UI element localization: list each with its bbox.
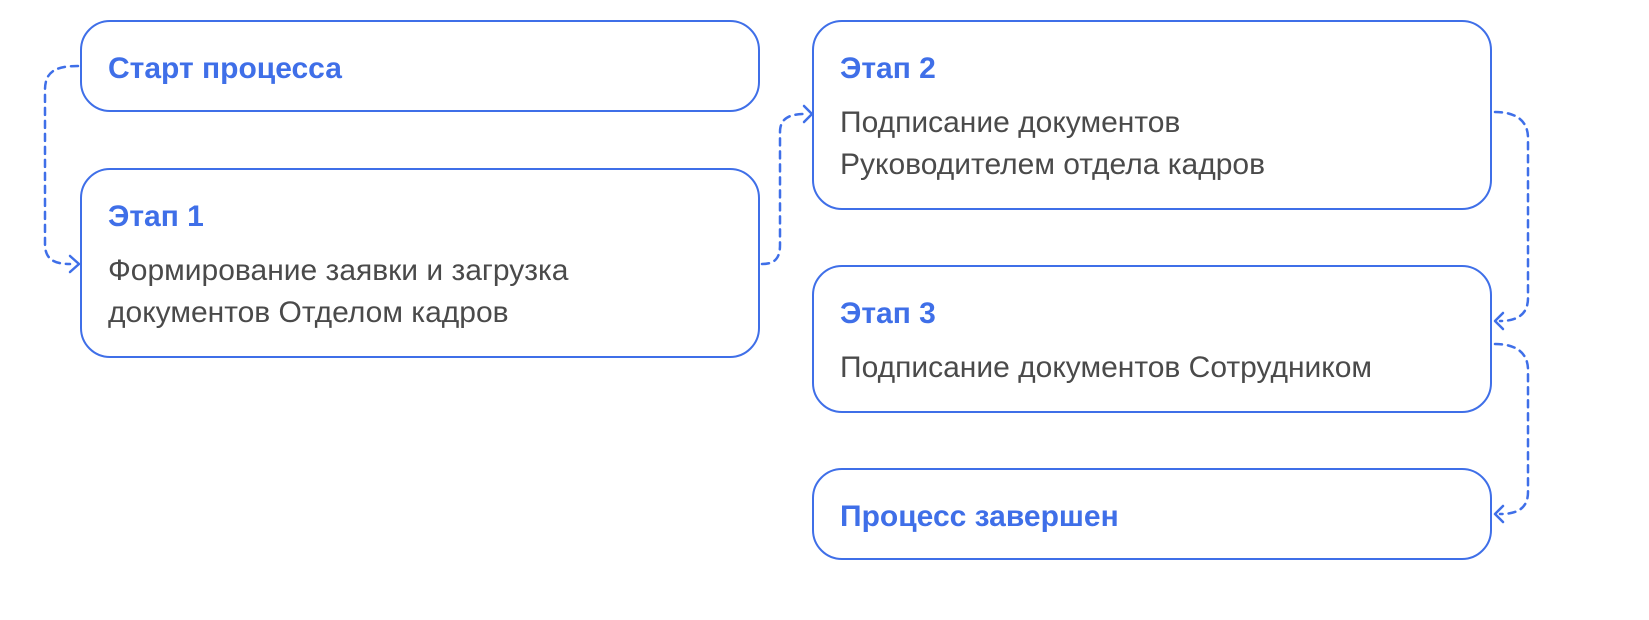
end-node-title: Процесс завершен — [840, 500, 1119, 533]
stage-1-description-line-1: Формирование заявки и загрузка — [108, 254, 569, 287]
stage-1-description-line-2: документов Отделом кадров — [108, 296, 509, 329]
stage-3-node: Этап 3 Подписание документов Сотрудником — [812, 265, 1492, 413]
stage-2-title: Этап 2 — [840, 52, 936, 85]
stage-1-node: Этап 1 Формирование заявки и загрузка до… — [80, 168, 760, 358]
arrow-head-stage-3 — [1493, 311, 1505, 331]
stage-1-title: Этап 1 — [108, 200, 204, 233]
connector-stage-1-to-stage-2 — [760, 112, 807, 266]
connector-start-to-stage-1 — [43, 64, 80, 266]
stage-2-node: Этап 2 Подписание документов Руководител… — [812, 20, 1492, 210]
start-node: Старт процесса — [80, 20, 760, 112]
arrow-head-stage-2 — [802, 104, 814, 124]
arrow-head-stage-1 — [68, 254, 81, 274]
stage-3-description: Подписание документов Сотрудником — [840, 347, 1372, 389]
stage-2-description-line-2: Руководителем отдела кадров — [840, 148, 1266, 181]
connector-stage-3-to-end — [1493, 342, 1530, 516]
stage-3-title: Этап 3 — [840, 297, 936, 330]
stage-1-description: Формирование заявки и загрузка документо… — [108, 250, 568, 334]
connector-stage-2-to-stage-3 — [1493, 110, 1530, 323]
start-node-title: Старт процесса — [108, 52, 342, 85]
stage-3-description-line-1: Подписание документов Сотрудником — [840, 351, 1373, 384]
arrow-head-end — [1493, 504, 1505, 524]
stage-2-description: Подписание документов Руководителем отде… — [840, 102, 1265, 186]
end-node: Процесс завершен — [812, 468, 1492, 560]
stage-2-description-line-1: Подписание документов — [840, 106, 1181, 139]
